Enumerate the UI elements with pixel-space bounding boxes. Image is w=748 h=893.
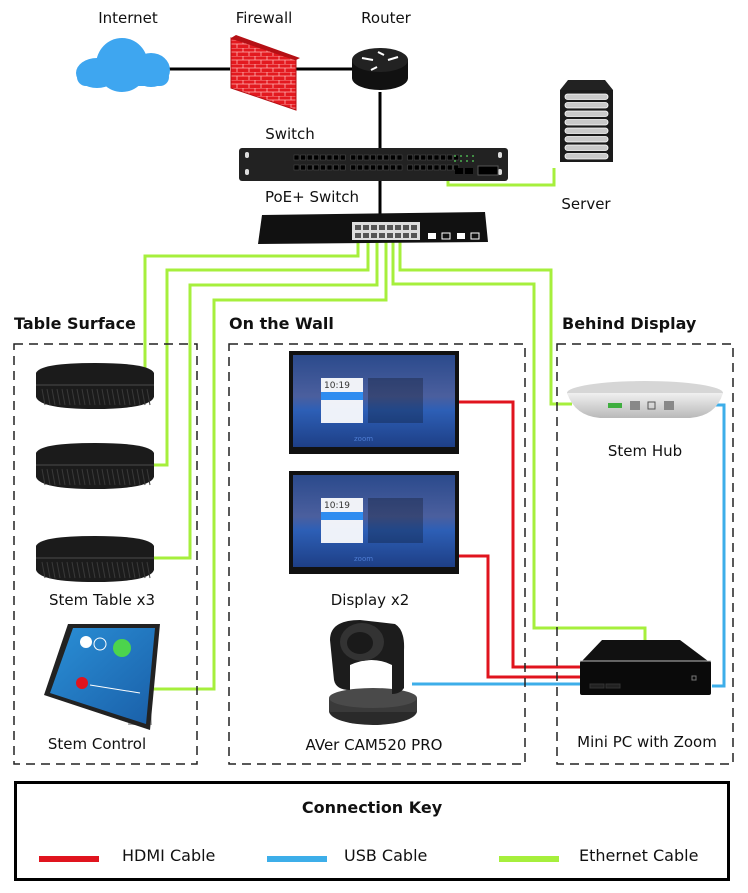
stem-table-label: Stem Table x3 (49, 591, 155, 609)
ethernet-cables (130, 168, 647, 691)
connection-key-title: Connection Key (301, 798, 443, 817)
section-title-behind-display: Behind Display (562, 314, 697, 333)
firewall-icon (230, 35, 300, 111)
internet-label: Internet (98, 9, 158, 27)
display-bottom-watermark: zoom (354, 555, 373, 563)
mini-pc-icon (580, 640, 711, 695)
stem-control-label: Stem Control (47, 735, 147, 753)
section-boxes (13, 343, 734, 765)
connection-key: Connection Key HDMI Cable USB Cable Ethe… (14, 781, 730, 881)
server-icon (560, 80, 613, 162)
switch-label: Switch (265, 125, 315, 143)
stem-hub-label: Stem Hub (607, 442, 683, 460)
stem-table-devices (36, 363, 154, 582)
camera-icon (329, 620, 417, 725)
key-item-usb: USB Cable (344, 846, 428, 865)
display-top-icon (289, 351, 459, 454)
camera-label: AVer CAM520 PRO (305, 736, 443, 754)
display-bottom-icon (289, 471, 459, 574)
display-bottom-time: 10:19 (324, 501, 350, 511)
stem-hub-icon (567, 381, 723, 418)
display-top-watermark: zoom (354, 435, 373, 443)
switch-icon (239, 148, 508, 181)
usb-swatch (267, 856, 327, 862)
poe-switch-icon (258, 212, 488, 244)
stem-table-icon (36, 363, 154, 409)
section-title-on-the-wall: On the Wall (229, 314, 334, 333)
hdmi-swatch (39, 856, 99, 862)
stem-table-icon (36, 443, 154, 489)
ethernet-swatch (499, 856, 559, 862)
key-item-hdmi: HDMI Cable (122, 846, 216, 865)
cloud-icon (76, 38, 170, 92)
stem-table-icon (36, 536, 154, 582)
server-label: Server (561, 195, 611, 213)
display-label: Display x2 (330, 591, 410, 609)
display-top-time: 10:19 (324, 381, 350, 391)
router-icon (352, 48, 408, 90)
stem-control-icon (44, 624, 160, 730)
firewall-label: Firewall (235, 9, 293, 27)
hdmi-cables (459, 400, 582, 679)
router-label: Router (361, 9, 411, 27)
key-item-ethernet: Ethernet Cable (579, 846, 699, 865)
network-links (168, 67, 382, 215)
section-title-table-surface: Table Surface (14, 314, 136, 333)
mini-pc-label: Mini PC with Zoom (577, 733, 717, 751)
usb-cables (412, 403, 726, 688)
poe-switch-label: PoE+ Switch (264, 188, 360, 206)
